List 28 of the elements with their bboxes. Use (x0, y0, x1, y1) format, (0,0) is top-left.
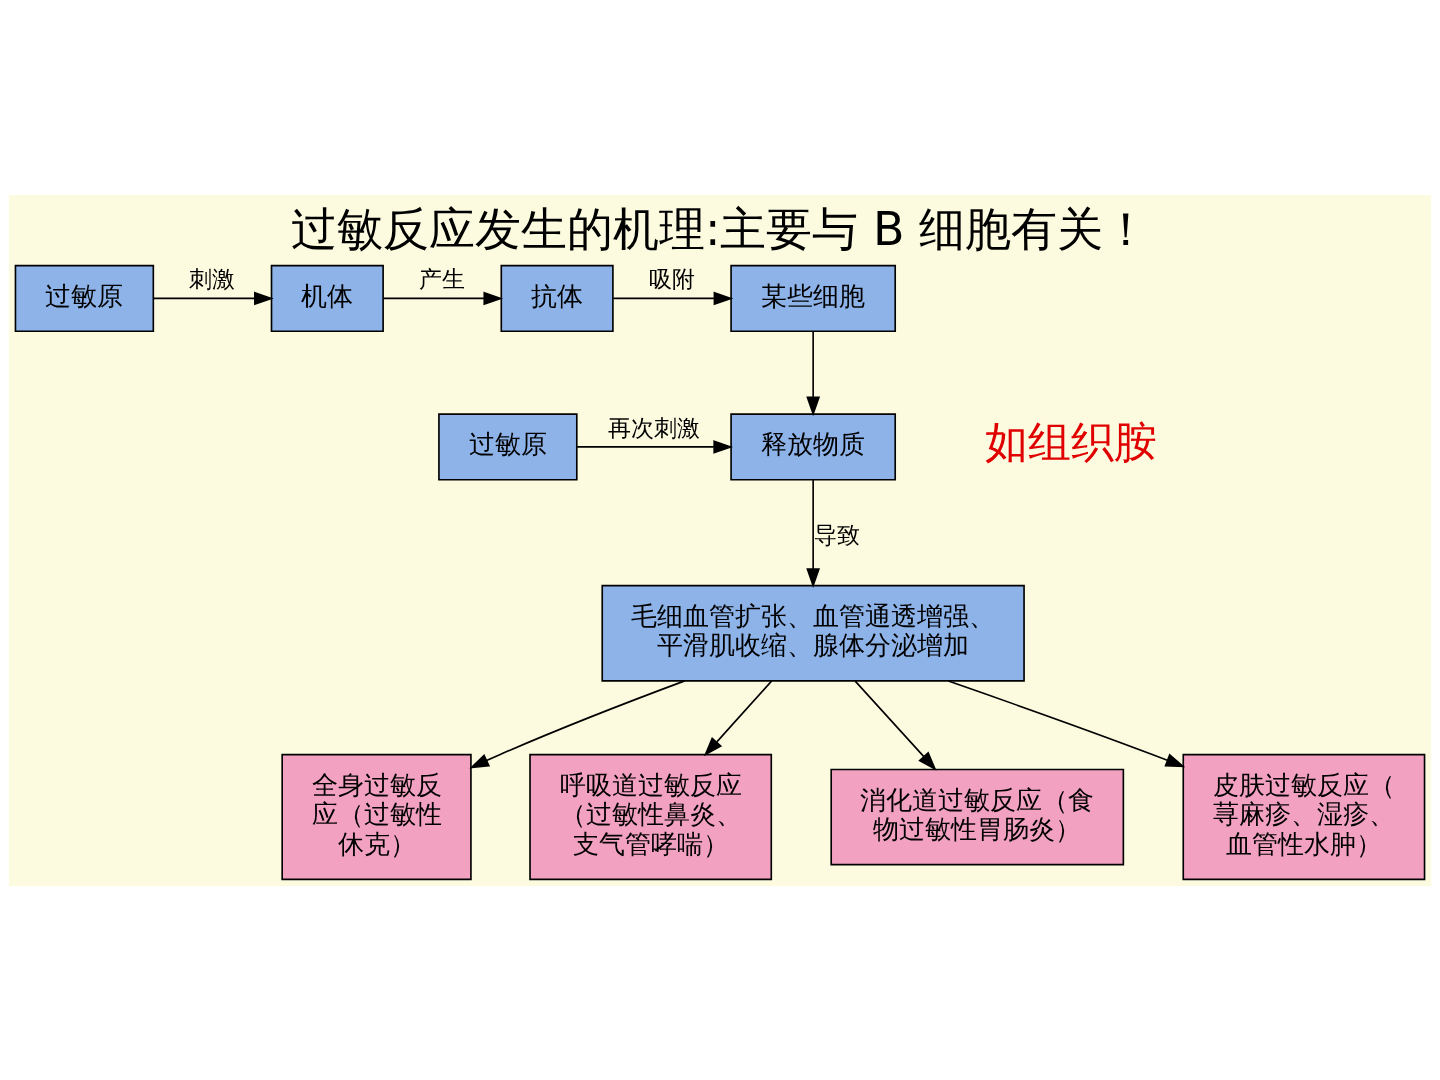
node-box: 毛细血管扩张、血管通透增强、平滑肌收缩、腺体分泌增加 (601, 584, 1025, 682)
edge-label: 吸附 (648, 265, 695, 292)
arrow (469, 679, 686, 768)
edge-label: 刺激 (189, 265, 236, 292)
arrow (382, 291, 504, 305)
arrow (806, 330, 821, 416)
node-box: 呼吸道过敏反应（过敏性鼻炎、支气管哮喘） (529, 753, 773, 880)
node-box: 消化道过敏反应（食物过敏性胃肠炎） (830, 768, 1125, 865)
edge-label: 产生 (419, 265, 466, 292)
node-box: 抗体 (500, 264, 614, 332)
diagram-title: 过敏反应发生的机理:主要与 B 细胞有关！ (290, 201, 1150, 256)
label: 如组织胺 (984, 416, 1157, 467)
node-box: 过敏原 (14, 264, 155, 332)
node-box: 机体 (270, 264, 384, 332)
node-box: 过敏原 (438, 412, 578, 481)
node-box: 释放物质 (730, 412, 897, 481)
node-box: 全身过敏反应（过敏性休克） (281, 753, 472, 880)
arrow (854, 679, 937, 771)
arrow (576, 439, 734, 454)
node-box: 皮肤过敏反应（荨麻疹、湿疹、血管性水肿） (1182, 753, 1426, 880)
arrow (947, 679, 1186, 767)
arrow (806, 478, 821, 588)
arrow (152, 291, 274, 305)
node-box: 某些细胞 (730, 264, 897, 332)
edge-label: 导致 (813, 521, 860, 548)
arrow (612, 291, 734, 305)
edge-label: 再次刺激 (607, 414, 700, 441)
arrow (703, 679, 773, 756)
